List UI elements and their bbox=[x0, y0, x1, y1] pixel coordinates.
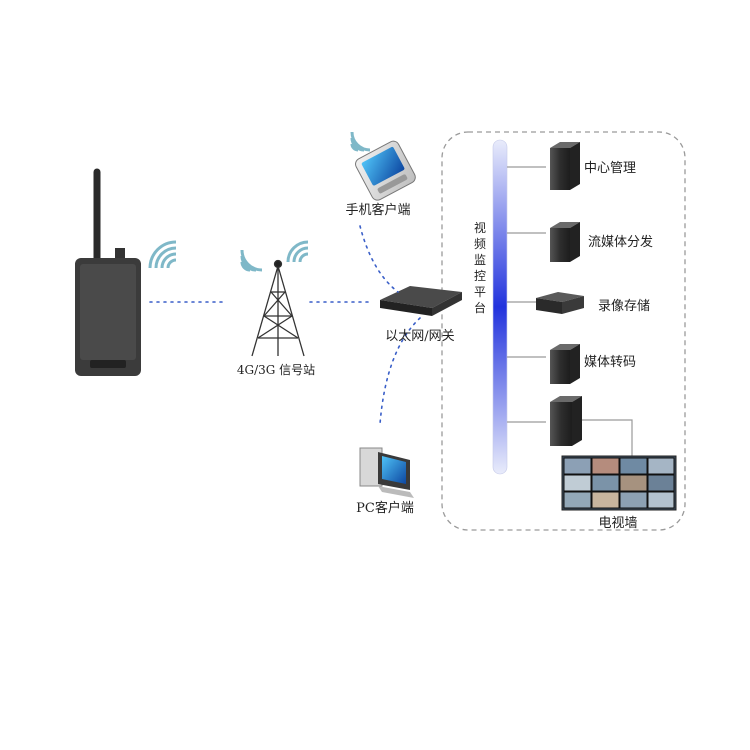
tvwall-connector bbox=[582, 419, 633, 458]
tv-wall-label: 电视墙 bbox=[598, 516, 637, 531]
mobile-client-label: 手机客户端 bbox=[345, 202, 410, 218]
server-icon-transcode bbox=[550, 344, 580, 384]
platform-label-char: 台 bbox=[474, 300, 486, 315]
server-icon-storage bbox=[536, 292, 584, 314]
server-icon-streaming bbox=[550, 222, 580, 262]
gateway-icon bbox=[380, 286, 462, 316]
pc-client-label: PC客户端 bbox=[356, 500, 414, 516]
server-label-streaming: 流媒体分发 bbox=[588, 234, 653, 250]
wifi-signal-icon bbox=[350, 131, 371, 152]
server-label-storage: 录像存储 bbox=[598, 299, 650, 314]
server-connectors bbox=[507, 166, 546, 423]
platform-label-char: 视 bbox=[474, 220, 486, 235]
platform-label-char: 频 bbox=[474, 237, 486, 251]
platform-label-char: 控 bbox=[474, 269, 486, 283]
server-icon-tvwall bbox=[550, 396, 582, 446]
link-gateway-pc bbox=[379, 317, 421, 425]
link-mobile-gateway bbox=[359, 225, 399, 293]
platform-bus bbox=[492, 139, 508, 475]
gateway-label: 以太网/网关 bbox=[385, 329, 454, 344]
connection-lines bbox=[149, 225, 421, 425]
server-label-transcode: 媒体转码 bbox=[584, 355, 636, 370]
server-label-center: 中心管理 bbox=[584, 161, 636, 176]
signal-tower-icon bbox=[251, 259, 305, 357]
tv-wall-icon bbox=[561, 455, 677, 511]
pc-client-icon bbox=[359, 447, 414, 498]
platform-frame bbox=[441, 131, 686, 531]
wifi-signal-icon bbox=[148, 240, 177, 269]
platform-label-char: 监 bbox=[474, 253, 486, 267]
mobile-client-icon bbox=[355, 140, 416, 201]
base-station-label: 4G/3G 信号站 bbox=[237, 363, 315, 377]
server-icon-center bbox=[550, 142, 580, 190]
walkie-talkie-icon bbox=[75, 168, 141, 376]
wifi-signal-icon bbox=[240, 240, 309, 272]
platform-label-char: 平 bbox=[474, 285, 486, 299]
